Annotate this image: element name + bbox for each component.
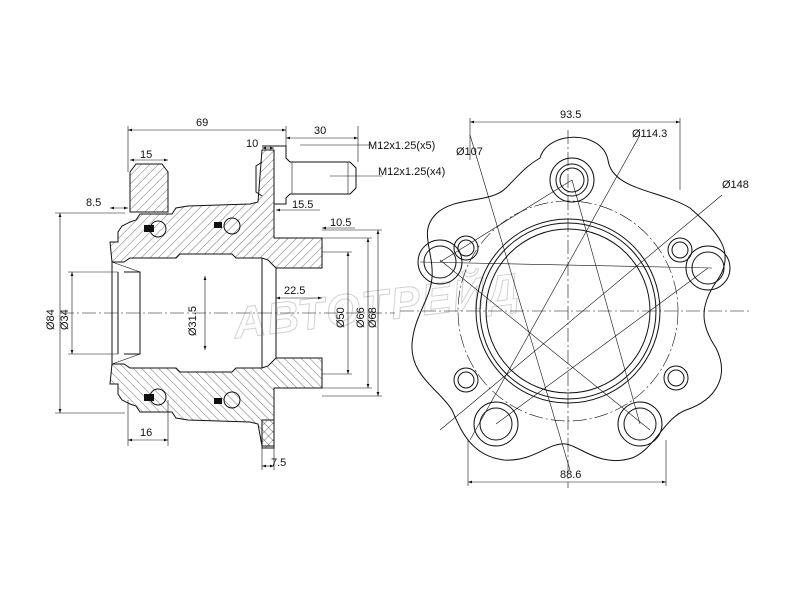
- stud-thread-x4: M12x1.25(x4): [378, 166, 445, 178]
- dia-flange: Ø68: [367, 307, 379, 328]
- side-diameter-lines: [55, 212, 382, 414]
- upper-seal: [144, 225, 154, 232]
- upper-seal-2: [214, 222, 222, 228]
- lower-bearing-ball-2: [223, 391, 241, 409]
- side-section-view: 69 30 10 15 8.5 15.5 10.5 22.5 16 7.5 M1…: [45, 117, 445, 470]
- dia-pilot: Ø50: [335, 307, 347, 328]
- dim-flange-offset: 10: [246, 138, 258, 150]
- dia-bore: Ø34: [59, 309, 71, 330]
- pcd-148: Ø148: [722, 179, 749, 191]
- stud-thread-x5: M12x1.25(x5): [368, 140, 435, 152]
- side-dimension-lines: [110, 126, 382, 470]
- dim-hub-step: 15.5: [292, 199, 313, 211]
- dim-bottom-width: 88.6: [560, 469, 581, 481]
- dim-flange-edge: 7.5: [271, 457, 286, 469]
- dim-bore-depth: 22.5: [284, 285, 305, 297]
- upper-bearing-ball-2: [223, 217, 241, 235]
- stud-bolt: [262, 145, 357, 205]
- upper-housing-section: [109, 149, 323, 269]
- dia-hub: Ø66: [355, 307, 367, 328]
- front-leader-lines: [419, 134, 723, 471]
- stud-head: [255, 161, 263, 197]
- pcd-107: Ø107: [456, 146, 483, 158]
- dim-top-width: 93.5: [560, 109, 581, 121]
- front-view: 93.5 88.6 Ø107 Ø114.3 Ø148: [400, 109, 750, 488]
- flange-outline: [411, 136, 726, 461]
- stud-holes: [453, 235, 693, 393]
- dim-stud-length: 30: [314, 125, 326, 137]
- sensor-boss: [129, 163, 169, 213]
- dim-flange-thickness: 10.5: [330, 217, 351, 229]
- dim-sensor-width: 15: [140, 149, 152, 161]
- dia-inner: Ø31.5: [187, 306, 199, 336]
- dim-overall-length: 69: [196, 117, 208, 129]
- dim-inner-step: 8.5: [86, 197, 101, 209]
- dia-outer: Ø84: [45, 309, 57, 330]
- pcd-114: Ø114.3: [632, 128, 667, 140]
- flange-lower: [261, 419, 275, 449]
- bore-outline: [111, 258, 277, 368]
- dim-inner-race: 16: [140, 427, 152, 439]
